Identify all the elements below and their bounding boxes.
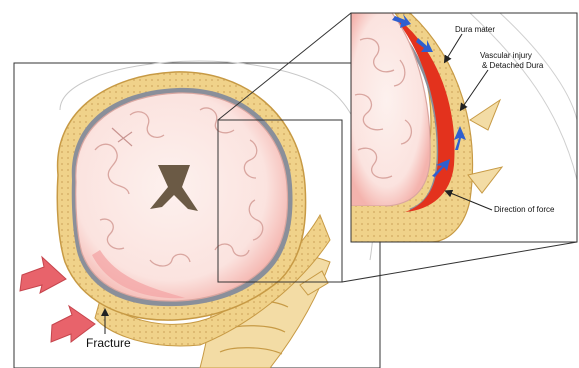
projection-line-bottom bbox=[342, 242, 577, 282]
direction-of-force-label: Direction of force bbox=[494, 205, 555, 214]
projection-line-top bbox=[218, 13, 351, 120]
fracture-label: Fracture bbox=[86, 336, 131, 350]
detached-dura-label: & Detached Dura bbox=[482, 61, 544, 70]
dura-mater-label: Dura mater bbox=[455, 25, 495, 34]
vascular-injury-label: Vascular injury bbox=[480, 51, 532, 60]
impact-force-arrow-upper bbox=[20, 257, 66, 293]
